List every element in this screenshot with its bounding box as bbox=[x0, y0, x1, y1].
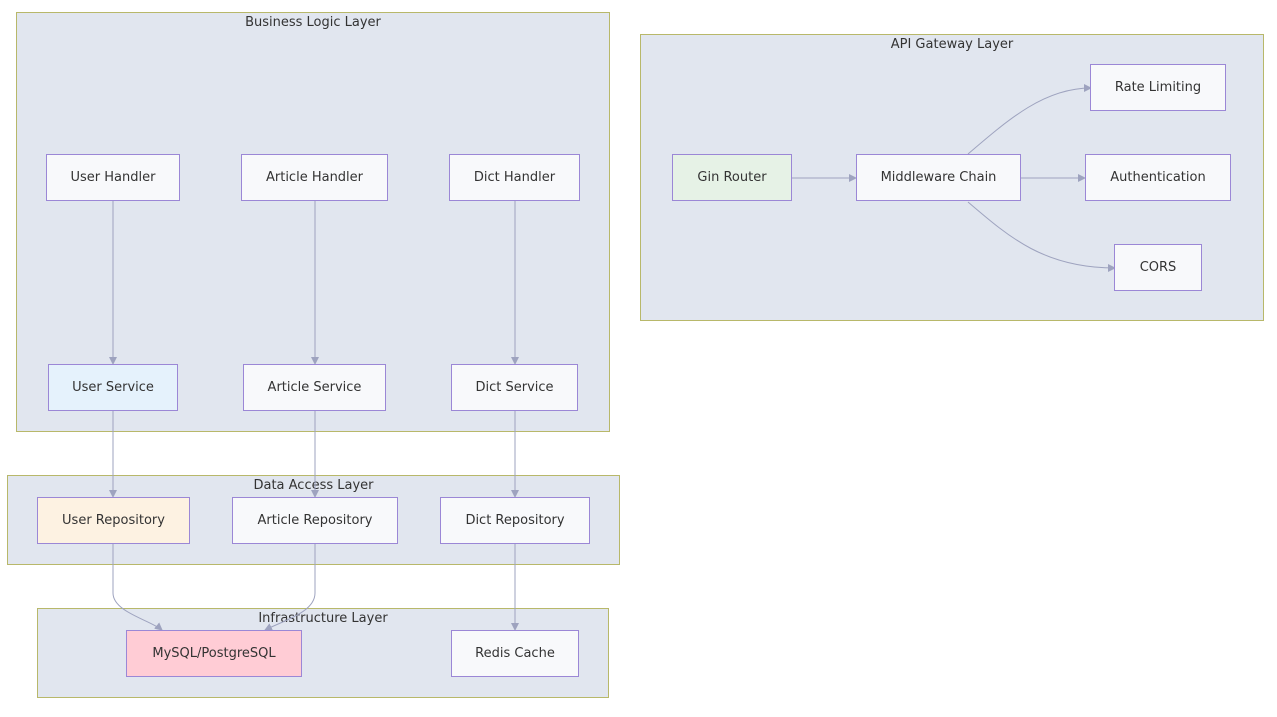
middleware-chain-label: Middleware Chain bbox=[880, 170, 997, 185]
gin-router-label: Gin Router bbox=[697, 170, 767, 185]
user-service-node[interactable]: User Service bbox=[48, 364, 178, 411]
article-handler-node[interactable]: Article Handler bbox=[241, 154, 388, 201]
mysql-postgresql-node[interactable]: MySQL/PostgreSQL bbox=[126, 630, 302, 677]
article-repository-label: Article Repository bbox=[257, 513, 373, 528]
infrastructure-layer-title: Infrastructure Layer bbox=[258, 611, 388, 626]
edge-middleware-chain-to-cors bbox=[967, 201, 1116, 272]
article-service-node[interactable]: Article Service bbox=[243, 364, 386, 411]
article-handler-label: Article Handler bbox=[265, 170, 364, 185]
user-handler-label: User Handler bbox=[70, 170, 156, 185]
dict-repository-node[interactable]: Dict Repository bbox=[440, 497, 590, 544]
middleware-chain-node[interactable]: Middleware Chain bbox=[856, 154, 1021, 201]
authentication-label: Authentication bbox=[1110, 170, 1206, 185]
authentication-node[interactable]: Authentication bbox=[1085, 154, 1231, 201]
user-repository-node[interactable]: User Repository bbox=[37, 497, 190, 544]
edge-user-repository-to-mysql bbox=[112, 544, 163, 631]
gin-router-node[interactable]: Gin Router bbox=[672, 154, 792, 201]
edge-middleware-chain-to-rate-limiting bbox=[967, 84, 1092, 155]
api-gateway-layer-title: API Gateway Layer bbox=[890, 37, 1014, 52]
redis-cache-node[interactable]: Redis Cache bbox=[451, 630, 579, 677]
cors-node[interactable]: CORS bbox=[1114, 244, 1202, 291]
data-access-layer-title: Data Access Layer bbox=[253, 478, 374, 493]
user-repository-label: User Repository bbox=[62, 513, 165, 528]
dict-service-node[interactable]: Dict Service bbox=[451, 364, 578, 411]
dict-service-label: Dict Service bbox=[475, 380, 554, 395]
user-handler-node[interactable]: User Handler bbox=[46, 154, 180, 201]
user-service-label: User Service bbox=[72, 380, 154, 395]
article-service-label: Article Service bbox=[267, 380, 362, 395]
article-repository-node[interactable]: Article Repository bbox=[232, 497, 398, 544]
dict-handler-node[interactable]: Dict Handler bbox=[449, 154, 580, 201]
cors-label: CORS bbox=[1139, 260, 1177, 275]
edge-article-repository-to-mysql bbox=[264, 544, 316, 631]
dict-repository-label: Dict Repository bbox=[465, 513, 565, 528]
dict-handler-label: Dict Handler bbox=[473, 170, 556, 185]
rate-limiting-label: Rate Limiting bbox=[1114, 80, 1202, 95]
mysql-postgresql-label: MySQL/PostgreSQL bbox=[152, 646, 276, 661]
redis-cache-label: Redis Cache bbox=[475, 646, 555, 661]
rate-limiting-node[interactable]: Rate Limiting bbox=[1090, 64, 1226, 111]
business-logic-layer-title: Business Logic Layer bbox=[245, 15, 381, 30]
